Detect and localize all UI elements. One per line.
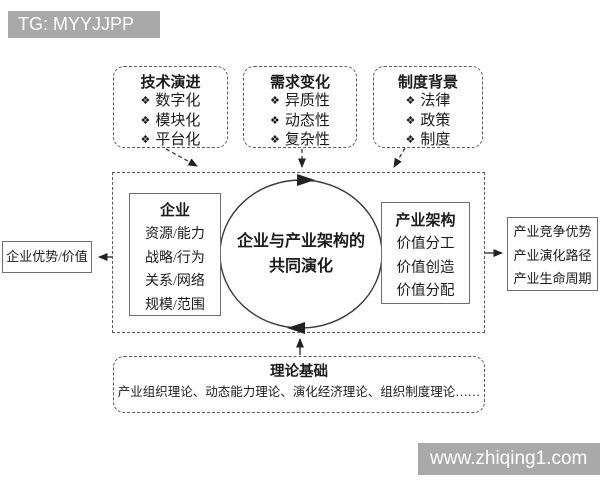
enterprise-advantage-box: 企业优势/价值: [2, 241, 92, 273]
box-item: 资源/能力: [145, 227, 205, 242]
industry-architecture-box: 产业架构 价值分工 价值创造 价值分配: [381, 202, 470, 304]
diamond-bullet-icon: ❖: [140, 95, 151, 107]
coevolution-cycle-label: 企业与产业架构的 共同演化: [201, 229, 401, 279]
box-item: ❖ 政策: [374, 112, 482, 132]
box-item: ❖ 动态性: [244, 112, 356, 132]
diamond-bullet-icon: ❖: [405, 95, 416, 107]
box-item: 产业演化路径: [513, 247, 592, 263]
watermark-bottom: www.zhiqing1.com: [418, 443, 600, 475]
box-item: 价值分配: [396, 283, 455, 299]
diamond-bullet-icon: ❖: [140, 134, 151, 146]
diamond-bullet-icon: ❖: [270, 95, 280, 107]
box-item: ❖ 平台化: [114, 131, 227, 151]
box-item-label: 政策: [420, 112, 451, 129]
box-item: ❖ 法律: [374, 92, 482, 112]
arrow-tech-to-frame: [165, 148, 198, 167]
tech-evolution-box: 技术演进 ❖ 数字化 ❖ 模块化 ❖ 平台化: [113, 66, 228, 148]
diamond-bullet-icon: ❖: [140, 114, 151, 127]
diamond-bullet-icon: ❖: [270, 134, 280, 146]
box-title: 制度背景: [397, 75, 458, 91]
box-item: ❖ 异质性: [244, 92, 356, 112]
box-item-label: 法律: [420, 93, 451, 109]
box-item-label: 平台化: [155, 132, 201, 148]
box-item: 关系/网络: [145, 274, 205, 289]
box-item: 价值分工: [396, 236, 455, 252]
diamond-bullet-icon: ❖: [405, 114, 416, 127]
box-item-label: 动态性: [284, 112, 330, 129]
box-title: 企业: [159, 203, 190, 219]
box-item-label: 模块化: [155, 112, 201, 129]
foundation-body: 产业组织理论、动态能力理论、演化经济理论、组织制度理论……: [117, 385, 481, 399]
box-item: 产业竞争优势: [513, 224, 592, 239]
institution-background-box: 制度背景 ❖ 法律 ❖ 政策 ❖ 制度: [373, 66, 483, 148]
box-title: 产业架构: [395, 213, 456, 229]
box-item: 价值创造: [396, 259, 455, 276]
cycle-label-line1: 企业与产业架构的: [236, 233, 365, 250]
cycle-label-line2: 共同演化: [268, 258, 333, 275]
box-item-label: 数字化: [155, 93, 201, 109]
box-item-label: 异质性: [284, 93, 330, 109]
box-title: 技术演进: [140, 75, 201, 91]
box-title: 需求变化: [269, 75, 330, 91]
box-item-label: 制度: [420, 132, 451, 148]
box-item: 产业生命周期: [513, 271, 592, 286]
diamond-bullet-icon: ❖: [405, 134, 416, 146]
industry-outcome-box: 产业竞争优势 产业演化路径 产业生命周期: [507, 217, 598, 291]
box-item: ❖ 数字化: [114, 92, 227, 112]
box-item: ❖ 复杂性: [244, 131, 356, 151]
box-item: 战略/行为: [145, 250, 205, 266]
box-item-label: 复杂性: [284, 132, 330, 148]
box-item: 规模/范围: [145, 297, 205, 313]
box-item: ❖ 制度: [374, 131, 482, 151]
arrow-institution-to-frame: [393, 147, 406, 168]
diamond-bullet-icon: ❖: [270, 114, 280, 127]
theory-foundation-box: 理论基础 产业组织理论、动态能力理论、演化经济理论、组织制度理论……: [113, 356, 485, 413]
demand-change-box: 需求变化 ❖ 异质性 ❖ 动态性 ❖ 复杂性: [243, 66, 357, 148]
box-item: ❖ 模块化: [114, 112, 227, 132]
watermark-top: TG: MYYJJPP: [8, 11, 160, 38]
box-title: 理论基础: [270, 364, 328, 380]
